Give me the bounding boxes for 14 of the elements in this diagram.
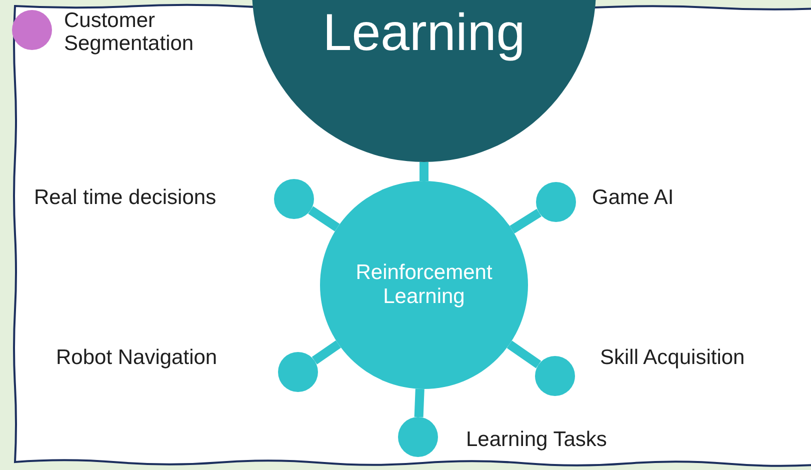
connector-line — [506, 340, 542, 368]
topic-label: Customer Segmentation — [64, 9, 195, 56]
connector-line — [510, 208, 542, 234]
topic-label: Learning — [322, 4, 526, 64]
connector-line — [420, 162, 428, 181]
topic-label: Robot Navigation — [56, 346, 218, 370]
topic-label: Game AI — [592, 186, 674, 210]
connector-line — [414, 388, 424, 418]
connector-line — [312, 340, 341, 364]
topic-label: Real time decisions — [34, 186, 216, 210]
connector-line — [308, 206, 340, 232]
topic-label: Skill Acquisition — [600, 346, 745, 370]
topic-label: Learning Tasks — [466, 428, 607, 452]
topic-label: Reinforcement Learning — [354, 260, 494, 310]
